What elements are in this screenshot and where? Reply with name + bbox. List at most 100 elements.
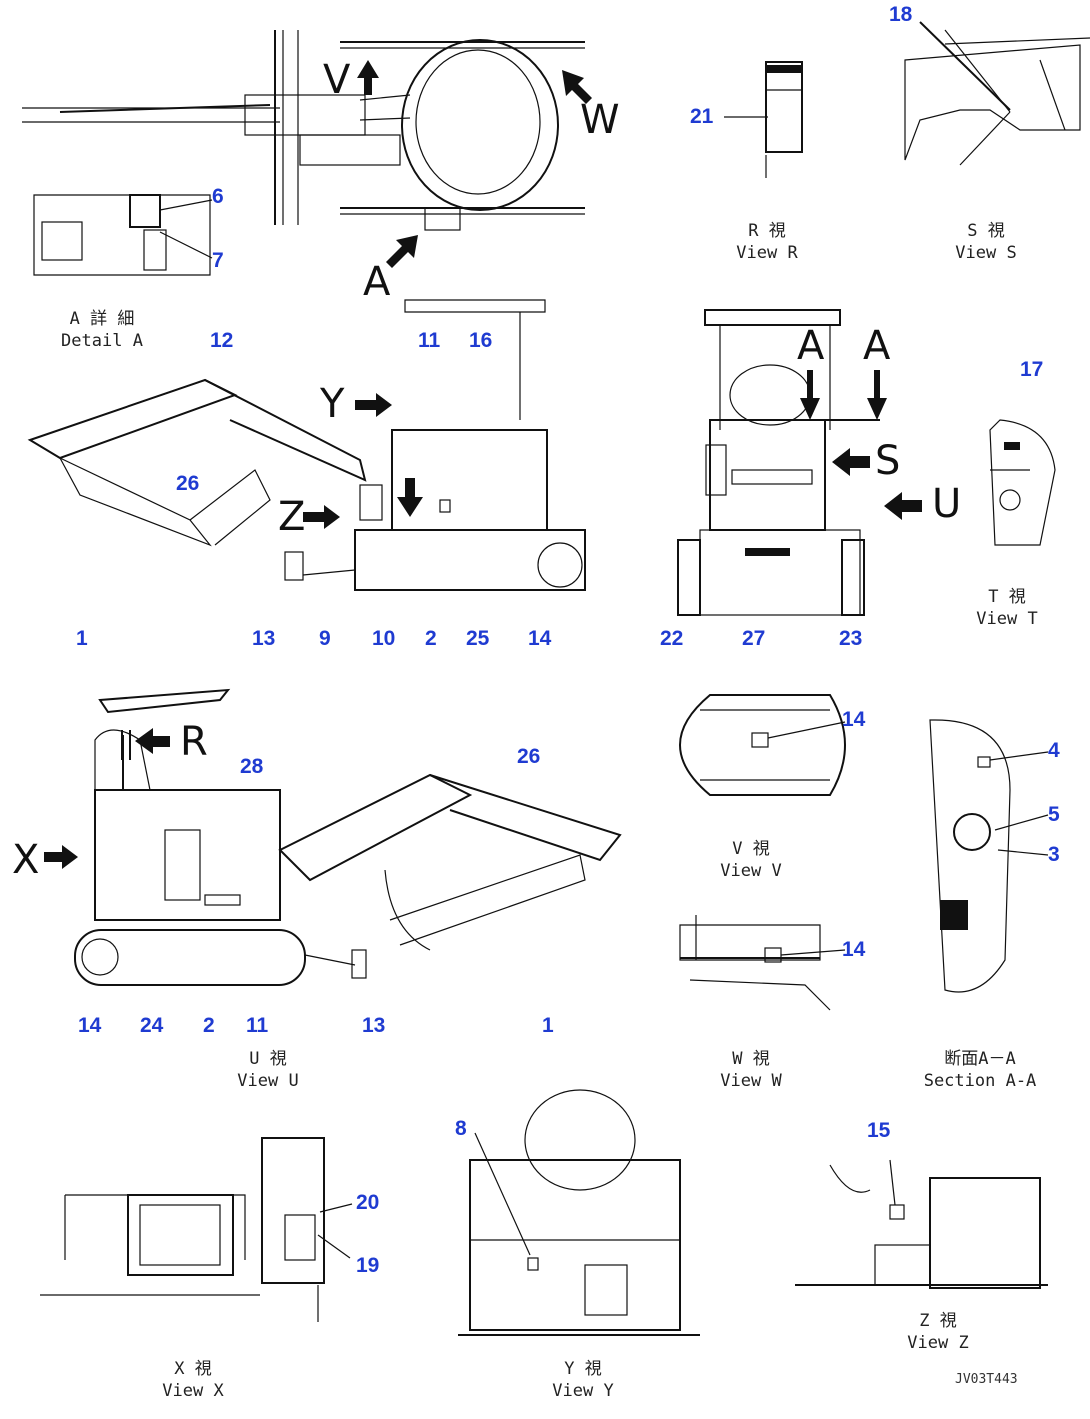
caption-view-x-en: View X — [162, 1381, 224, 1402]
view-z-drawing — [795, 1159, 1048, 1289]
view-t-drawing — [989, 419, 1056, 546]
arrow-label-w: W — [580, 97, 620, 143]
callout-13-top: 13 — [252, 627, 276, 650]
caption-section-aa: 断面A－A Section A-A — [924, 1048, 1037, 1092]
view-x-drawing — [40, 1137, 353, 1322]
callout-26-top: 26 — [176, 472, 200, 495]
arrow-label-a: A — [363, 259, 391, 305]
caption-view-z-en: View Z — [907, 1333, 969, 1354]
callout-18: 18 — [889, 3, 913, 26]
arrow-label-a-right: A — [863, 323, 891, 369]
view-y-drawing — [458, 1089, 700, 1336]
caption-view-t: T 視 View T — [976, 586, 1037, 630]
caption-view-r-jp: R 視 — [748, 221, 786, 241]
callout-13-bottom: 13 — [362, 1014, 386, 1037]
arrow-label-s: S — [875, 438, 901, 484]
callout-2-bottom: 2 — [203, 1014, 215, 1037]
callout-27: 27 — [742, 627, 766, 650]
arrow-v-icon — [357, 60, 379, 95]
callout-11-top: 11 — [418, 329, 441, 352]
callout-20: 20 — [356, 1191, 380, 1214]
arrow-r-icon — [135, 728, 170, 754]
arrow-label-a-left: A — [797, 323, 825, 369]
caption-detail-a-en: Detail A — [61, 331, 143, 352]
caption-view-y: Y 視 View Y — [552, 1358, 613, 1402]
caption-view-v-jp: V 視 — [732, 839, 770, 859]
caption-view-t-en: View T — [976, 609, 1038, 630]
view-u-drawing — [74, 688, 622, 986]
callout-11-bottom: 11 — [246, 1014, 269, 1037]
view-w-drawing — [679, 915, 846, 1011]
callout-14-view-u: 14 — [78, 1014, 102, 1037]
caption-view-z: Z 視 View Z — [907, 1310, 968, 1354]
callout-24: 24 — [140, 1014, 164, 1037]
callout-26-bottom: 26 — [517, 745, 541, 768]
callout-6: 6 — [212, 185, 224, 208]
view-s-drawing — [904, 21, 1090, 166]
caption-view-x-jp: X 視 — [174, 1359, 212, 1379]
arrow-label-z: Z — [278, 494, 306, 540]
callout-1-bottom: 1 — [542, 1014, 554, 1037]
callout-25: 25 — [466, 627, 490, 650]
arrow-a-right-icon — [867, 370, 887, 420]
callout-14-view-w: 14 — [842, 938, 866, 961]
arrow-x-icon — [44, 845, 78, 869]
callout-10: 10 — [372, 627, 396, 650]
callout-22: 22 — [660, 627, 684, 650]
callout-14-view-v: 14 — [842, 708, 866, 731]
caption-detail-a: A 詳 細 Detail A — [61, 308, 143, 352]
drawing-code: JV03T443 — [955, 1372, 1018, 1387]
caption-view-r: R 視 View R — [736, 220, 797, 264]
rear-view-drawing — [677, 309, 865, 616]
arrow-z-icon — [303, 505, 340, 529]
arrow-a-left-icon — [800, 370, 820, 420]
detail-a-drawing — [33, 194, 213, 276]
callout-2-top: 2 — [425, 627, 437, 650]
caption-view-w-jp: W 視 — [732, 1049, 770, 1069]
callout-28: 28 — [240, 755, 264, 778]
arrow-u-icon — [884, 492, 922, 520]
caption-view-u: U 視 View U — [237, 1048, 298, 1092]
caption-view-y-jp: Y 視 — [564, 1359, 602, 1379]
arrow-w-icon — [562, 70, 592, 104]
callout-4: 4 — [1048, 739, 1060, 762]
callout-12: 12 — [210, 329, 234, 352]
caption-section-aa-en: Section A-A — [923, 1071, 1037, 1092]
arrow-label-x: X — [12, 837, 40, 883]
caption-view-s-en: View S — [955, 243, 1017, 264]
view-v-drawing — [679, 694, 846, 796]
callout-5: 5 — [1048, 803, 1060, 826]
caption-view-x: X 視 View X — [162, 1358, 223, 1402]
caption-view-z-jp: Z 視 — [919, 1311, 957, 1331]
caption-view-s-jp: S 視 — [967, 221, 1005, 241]
arrow-label-v: V — [323, 57, 351, 103]
callout-17: 17 — [1020, 358, 1044, 381]
arrow-label-y: Y — [320, 381, 345, 427]
caption-view-y-en: View Y — [552, 1381, 614, 1402]
caption-view-v-en: View V — [720, 861, 782, 882]
arrow-y-icon — [355, 393, 392, 417]
callout-9: 9 — [319, 627, 331, 650]
arrow-s-icon — [832, 448, 870, 476]
caption-detail-a-jp: A 詳 細 — [69, 309, 135, 329]
caption-view-s: S 視 View S — [955, 220, 1016, 264]
caption-view-v: V 視 View V — [720, 838, 781, 882]
callout-14-top: 14 — [528, 627, 552, 650]
callout-21: 21 — [690, 105, 714, 128]
callout-15: 15 — [867, 1119, 891, 1142]
caption-view-t-jp: T 視 — [988, 587, 1026, 607]
view-r-drawing — [724, 61, 803, 178]
arrow-label-u: U — [932, 481, 962, 527]
callout-7: 7 — [212, 249, 224, 272]
callout-23: 23 — [839, 627, 863, 650]
arrow-label-r: R — [180, 719, 208, 765]
caption-view-r-en: View R — [736, 243, 798, 264]
callout-19: 19 — [356, 1254, 380, 1277]
iso-view-drawing — [27, 299, 586, 591]
caption-section-aa-jp: 断面A－A — [944, 1049, 1016, 1069]
caption-view-w: W 視 View W — [720, 1048, 781, 1092]
callout-3: 3 — [1048, 843, 1060, 866]
section-aa-drawing — [929, 719, 1049, 993]
